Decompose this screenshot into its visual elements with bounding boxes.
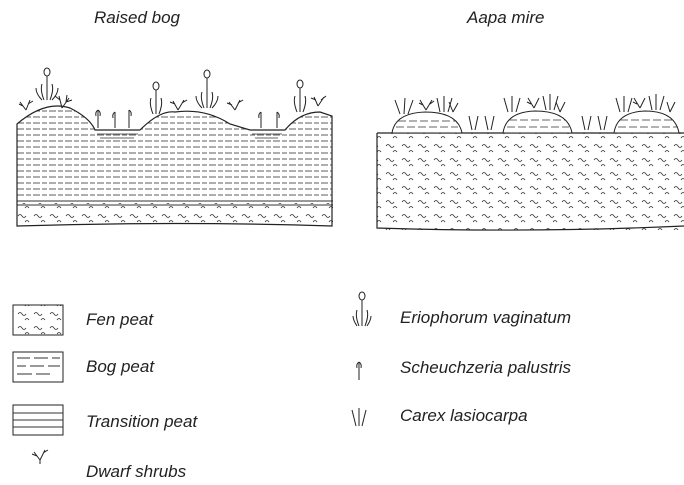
dwarf-shrubs-symbol xyxy=(32,450,48,464)
eriophorum-plant xyxy=(150,82,161,114)
legend-bog-peat-label: Bog peat xyxy=(86,357,154,377)
carex-plant xyxy=(616,96,632,112)
string-hummock xyxy=(614,111,679,133)
string-hummock xyxy=(392,112,462,133)
carex-plant xyxy=(543,94,558,110)
dwarf-shrub xyxy=(556,102,565,112)
string-hummock xyxy=(503,111,572,133)
carex-symbol xyxy=(352,408,366,426)
scheuchzeria-plant xyxy=(259,112,261,128)
carex-plant xyxy=(469,116,478,130)
eriophorum-symbol xyxy=(353,292,371,326)
scheuchzeria-plant xyxy=(129,110,131,128)
legend-dwarf-shrubs-label: Dwarf shrubs xyxy=(86,462,186,482)
bog-peat-symbol xyxy=(13,352,63,382)
legend-transition-peat-label: Transition peat xyxy=(86,412,197,432)
legend xyxy=(13,292,371,464)
raised-bog-diagram xyxy=(17,68,333,228)
carex-plant xyxy=(582,116,591,130)
eriophorum-plant xyxy=(196,70,218,108)
dwarf-shrub xyxy=(633,98,645,108)
dwarf-shrub xyxy=(419,100,434,110)
aapa-mire-diagram xyxy=(377,94,684,230)
carex-plant xyxy=(504,96,520,112)
carex-plant xyxy=(598,116,607,130)
scheuchzeria-plant xyxy=(113,112,115,128)
carex-plant xyxy=(395,98,413,114)
legend-scheuchzeria-label: Scheuchzeria palustris xyxy=(400,358,571,378)
dwarf-shrub xyxy=(527,98,539,108)
dwarf-shrub xyxy=(227,100,243,110)
dwarf-shrub xyxy=(19,100,33,110)
legend-fen-peat-label: Fen peat xyxy=(86,310,153,330)
transition-peat-symbol xyxy=(13,405,63,435)
scheuchzeria-symbol xyxy=(357,362,362,380)
legend-eriophorum-label: Eriophorum vaginatum xyxy=(400,308,571,328)
eriophorum-plant xyxy=(294,80,305,112)
eriophorum-plant xyxy=(36,68,58,100)
fen-peat-symbol xyxy=(13,305,63,335)
dwarf-shrub xyxy=(667,102,675,112)
carex-plant xyxy=(649,94,664,110)
fen-peat-layer xyxy=(377,133,684,230)
dwarf-shrub xyxy=(170,100,187,110)
scheuchzeria-plant xyxy=(277,112,279,128)
legend-carex-label: Carex lasiocarpa xyxy=(400,406,528,426)
dwarf-shrub xyxy=(311,96,326,106)
scheuchzeria-plant xyxy=(96,110,101,128)
carex-plant xyxy=(485,116,494,130)
